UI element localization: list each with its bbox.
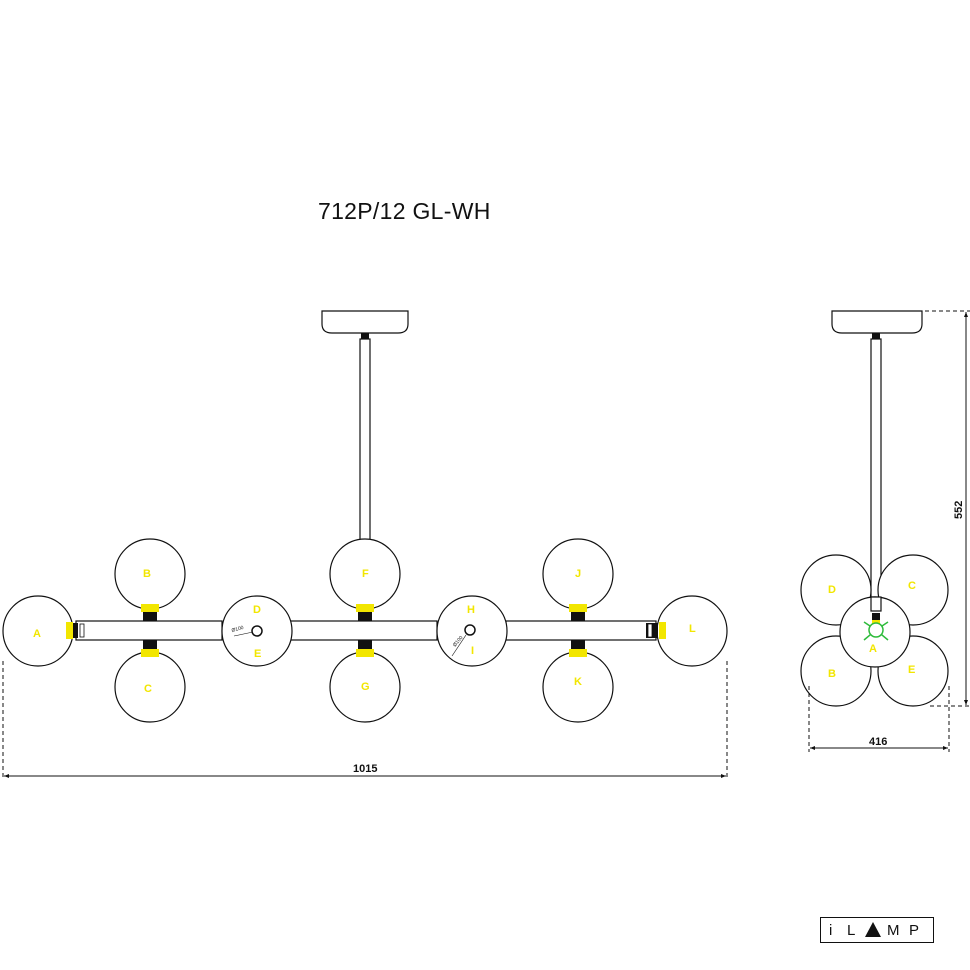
side-canopy bbox=[831, 310, 923, 334]
side-rod bbox=[870, 338, 882, 598]
cap-f bbox=[356, 604, 374, 612]
side-label-a: A bbox=[869, 643, 877, 655]
label-c: C bbox=[144, 683, 152, 695]
front-view bbox=[2, 310, 728, 723]
cap-j bbox=[569, 604, 587, 612]
label-g: G bbox=[361, 681, 370, 693]
logo-letter-p: P bbox=[909, 922, 924, 939]
model-title: 712P/12 GL-WH bbox=[318, 198, 491, 224]
side-cap bbox=[872, 613, 880, 620]
label-i: I bbox=[471, 645, 474, 657]
label-h: H bbox=[467, 604, 475, 616]
label-k: K bbox=[574, 676, 582, 688]
side-height-value: 552 bbox=[953, 501, 965, 519]
label-e: E bbox=[254, 648, 261, 660]
logo-letter-i: i bbox=[829, 922, 837, 939]
label-b: B bbox=[143, 568, 151, 580]
front-width-value: 1015 bbox=[353, 763, 377, 775]
connector-hi bbox=[464, 624, 476, 636]
side-label-c: C bbox=[908, 580, 916, 592]
small-mark-left: Ø100 bbox=[231, 625, 245, 634]
logo-mark: i L M P bbox=[829, 922, 924, 939]
side-height-dimension bbox=[925, 310, 970, 707]
cap-k bbox=[569, 649, 587, 657]
side-labels: D C A B E bbox=[828, 580, 916, 680]
cap-a bbox=[66, 622, 73, 639]
label-l: L bbox=[689, 623, 696, 635]
label-j: J bbox=[575, 568, 581, 580]
front-bar-middle bbox=[289, 620, 438, 641]
cap-b bbox=[141, 604, 159, 612]
label-a: A bbox=[33, 628, 41, 640]
front-width-dimension bbox=[2, 661, 728, 780]
side-label-d: D bbox=[828, 584, 836, 596]
front-bar-left bbox=[75, 620, 223, 641]
connector-de bbox=[251, 625, 263, 637]
logo-letter-l: L bbox=[847, 922, 860, 939]
front-bar-right bbox=[505, 620, 657, 641]
ilamp-logo: i L M P bbox=[820, 917, 934, 943]
cap-c bbox=[141, 649, 159, 657]
side-width-value: 416 bbox=[869, 736, 887, 748]
cap-g bbox=[356, 649, 374, 657]
label-f: F bbox=[362, 568, 369, 580]
side-socket-arms bbox=[863, 621, 889, 641]
label-d: D bbox=[253, 604, 261, 616]
side-canopy-joint bbox=[872, 333, 880, 339]
logo-triangle-icon bbox=[865, 922, 881, 937]
side-label-e: E bbox=[908, 664, 915, 676]
cap-l bbox=[659, 622, 666, 639]
logo-letter-m: M bbox=[887, 922, 905, 939]
side-view bbox=[800, 310, 949, 707]
front-labels: A B C D E F G H I J K L Ø100 Ø100 bbox=[33, 568, 696, 695]
front-canopy-joint bbox=[361, 333, 369, 339]
front-canopy bbox=[321, 310, 409, 334]
side-width-dimension bbox=[808, 686, 950, 752]
side-label-b: B bbox=[828, 668, 836, 680]
